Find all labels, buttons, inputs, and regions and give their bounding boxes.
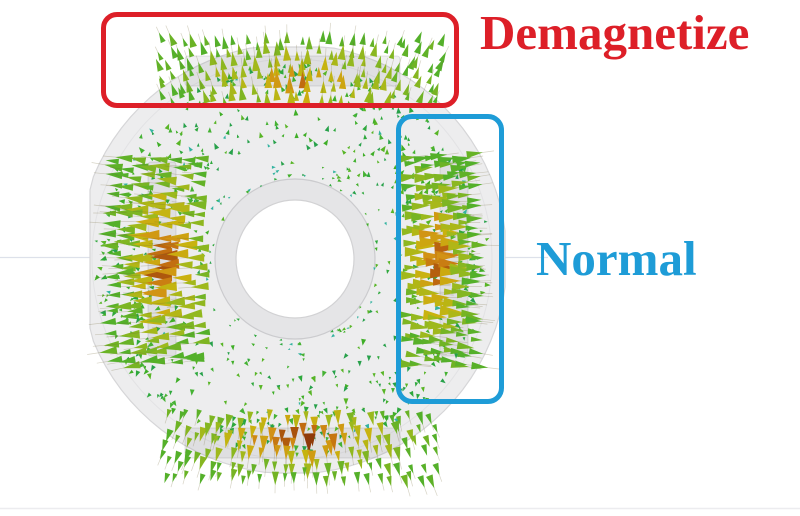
hub-and-hole [214, 178, 376, 340]
pole-arrows-bottom [157, 408, 443, 497]
demagnetize-label: Demagnetize [480, 5, 750, 60]
pole-arrows-right [400, 150, 500, 370]
pole-arrows-left [87, 154, 211, 371]
hub-rim-arrows [196, 161, 391, 357]
pole-arrows-top [154, 22, 450, 107]
normal-label: Normal [536, 231, 697, 286]
normal-region-box [396, 114, 504, 404]
demagnetize-region-box [101, 12, 459, 108]
